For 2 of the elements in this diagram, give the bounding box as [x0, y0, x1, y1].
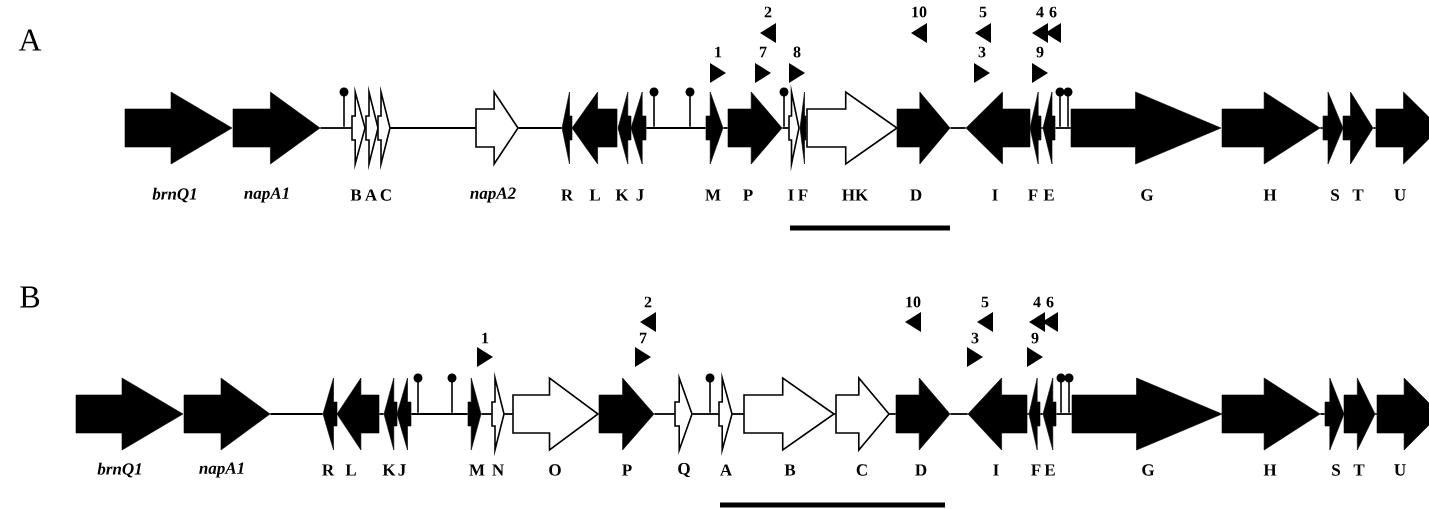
panel-letter: A: [18, 29, 42, 51]
panel-letter: B: [20, 286, 40, 308]
